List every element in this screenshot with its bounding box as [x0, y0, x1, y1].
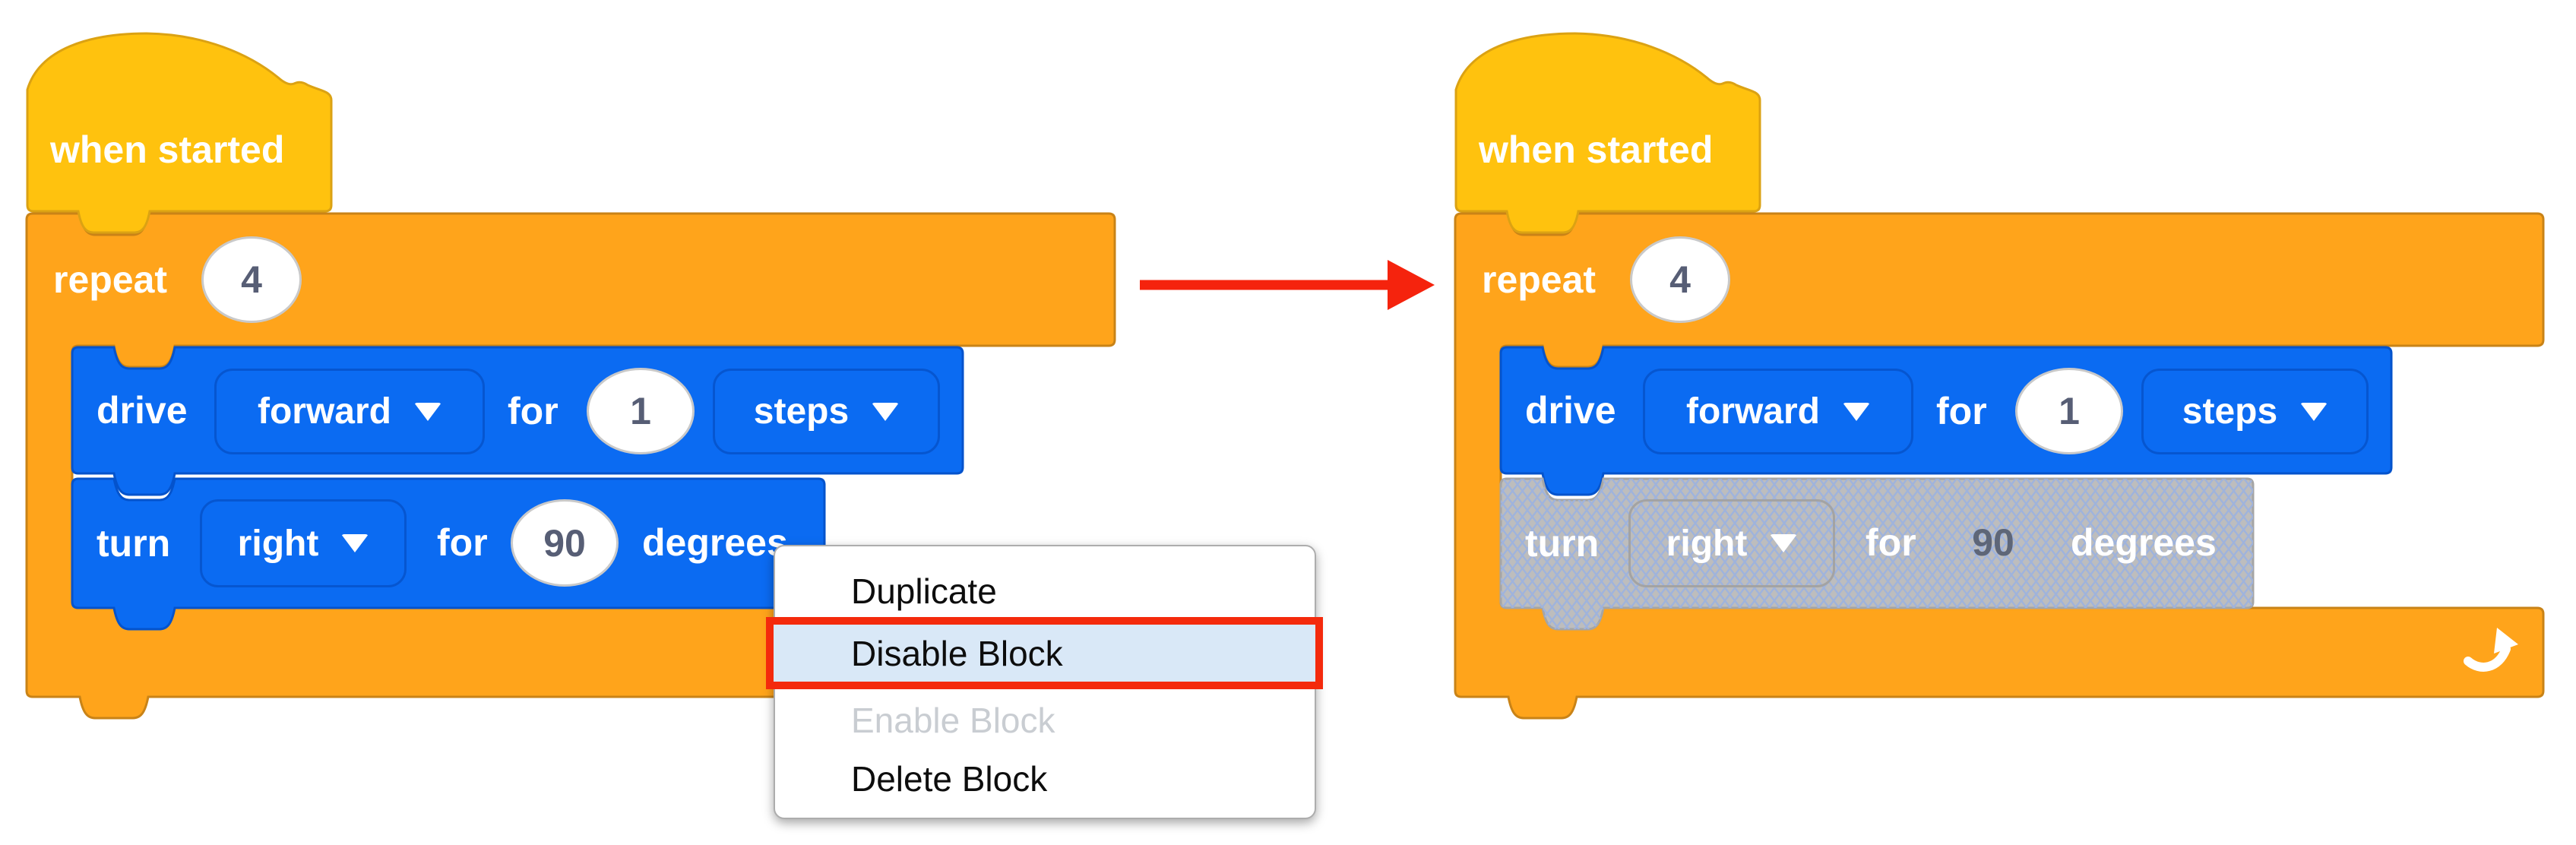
menu-item-delete-block[interactable]: Delete Block	[851, 759, 1048, 799]
dropdown-caret-icon	[341, 534, 369, 552]
when-started-hat-shape[interactable]	[1454, 32, 1761, 234]
drive-label: drive	[97, 389, 188, 432]
context-menu: Duplicate Disable Block Enable Block Del…	[766, 545, 1323, 819]
turn-angle-value: 90	[543, 521, 586, 565]
menu-item-disable-block[interactable]: Disable Block	[851, 634, 1063, 673]
turn-unit-label: degrees	[642, 521, 788, 564]
dropdown-caret-icon	[1770, 534, 1798, 552]
drive-block-shape[interactable]	[1499, 346, 2393, 496]
repeat-count-value: 4	[241, 258, 262, 301]
drive-distance-input[interactable]: 1	[2015, 368, 2123, 454]
drive-distance-input[interactable]: 1	[587, 368, 695, 454]
turn-angle-value-disabled: 90	[1972, 521, 2014, 564]
transition-arrow	[1140, 260, 1435, 310]
drive-unit-value: steps	[753, 391, 850, 432]
drive-direction-value: forward	[257, 391, 391, 432]
when-started-hat-shape[interactable]	[26, 32, 333, 234]
turn-direction-dropdown-disabled[interactable]: right	[1628, 499, 1835, 587]
menu-item-enable-block[interactable]: Enable Block	[851, 701, 1055, 740]
menu-item-duplicate[interactable]: Duplicate	[851, 571, 997, 611]
turn-unit-label-disabled: degrees	[2071, 521, 2217, 564]
turn-block-disabled-hatch	[1501, 479, 2253, 629]
drive-for-label: for	[1936, 390, 1987, 432]
drive-unit-dropdown[interactable]: steps	[2141, 369, 2369, 454]
turn-label-disabled: turn	[1525, 522, 1600, 565]
turn-angle-input[interactable]: 90	[511, 499, 619, 587]
dropdown-caret-icon	[1843, 402, 1870, 421]
turn-direction-dropdown[interactable]: right	[200, 499, 407, 587]
drive-direction-dropdown[interactable]: forward	[1643, 369, 1913, 454]
when-started-label: when started	[50, 128, 285, 171]
selected-item-highlight	[766, 617, 1323, 689]
turn-direction-value: right	[1666, 523, 1748, 564]
drive-block-shape[interactable]	[71, 346, 964, 496]
repeat-count-value: 4	[1669, 258, 1691, 301]
turn-direction-value: right	[237, 523, 319, 564]
drive-unit-dropdown[interactable]: steps	[713, 369, 940, 454]
dropdown-caret-icon	[872, 402, 900, 421]
repeat-count-input[interactable]: 4	[201, 236, 302, 323]
repeat-label: repeat	[53, 258, 168, 301]
drive-direction-dropdown[interactable]: forward	[214, 369, 485, 454]
drive-for-label: for	[508, 390, 559, 432]
drive-direction-value: forward	[1685, 391, 1820, 432]
dropdown-caret-icon	[2300, 402, 2328, 421]
turn-for-label-disabled: for	[1866, 521, 1916, 564]
dropdown-caret-icon	[414, 402, 441, 421]
when-started-label: when started	[1479, 128, 1714, 171]
repeat-label: repeat	[1482, 258, 1597, 301]
drive-distance-value: 1	[630, 390, 651, 432]
drive-label: drive	[1525, 389, 1616, 432]
right-script-stack	[1454, 32, 2545, 720]
drive-distance-value: 1	[2059, 390, 2080, 432]
drive-unit-value: steps	[2182, 391, 2278, 432]
repeat-count-input[interactable]: 4	[1630, 236, 1730, 323]
loop-arrow-icon	[2464, 628, 2518, 672]
turn-label: turn	[97, 522, 171, 565]
turn-for-label: for	[437, 521, 488, 564]
